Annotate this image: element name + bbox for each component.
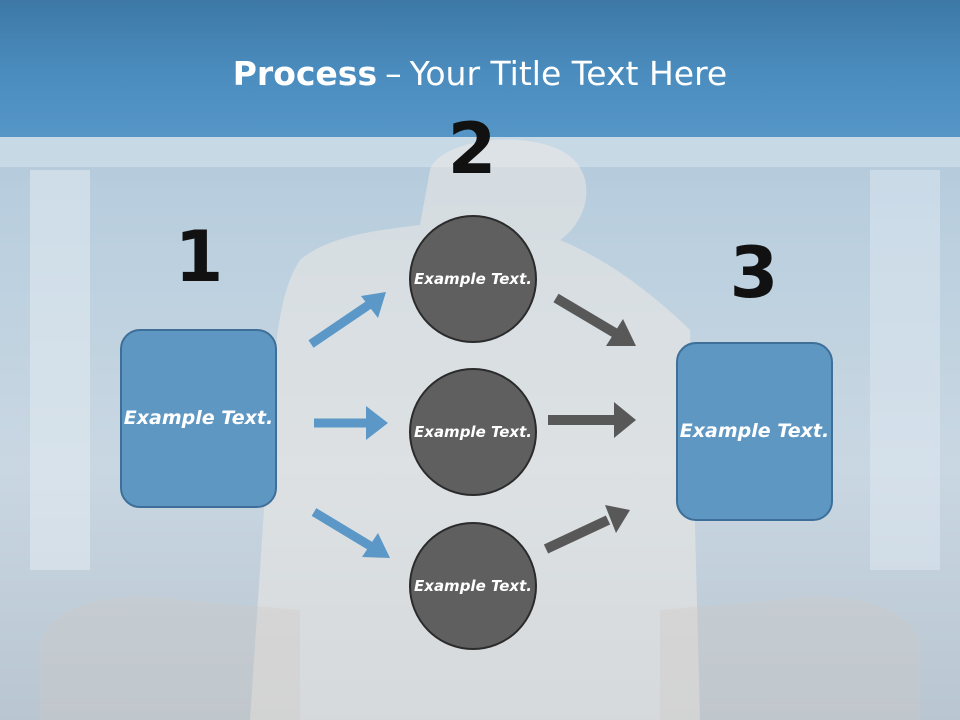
step-2-circle-middle: Example Text.	[409, 368, 537, 496]
step-2-circle-bottom: Example Text.	[409, 522, 537, 650]
slide-title: Process–Your Title Text Here	[0, 52, 960, 96]
step-2-text-middle: Example Text.	[414, 422, 532, 441]
step-1-box: Example Text.	[120, 329, 277, 508]
title-dash: –	[385, 54, 402, 93]
step-2-text-top: Example Text.	[414, 269, 532, 288]
step-2-circle-top: Example Text.	[409, 215, 537, 343]
arrow-from-bottom-circle	[543, 505, 630, 554]
header-band	[0, 0, 960, 137]
step-3-number: 3	[729, 232, 779, 314]
title-bold-part: Process	[232, 54, 378, 93]
step-1-text: Example Text.	[123, 407, 274, 429]
arrow-from-middle-circle	[548, 402, 636, 438]
title-rest: Your Title Text Here	[409, 54, 728, 93]
step-1-number: 1	[174, 216, 224, 298]
step-3-text: Example Text.	[679, 420, 830, 442]
arrow-from-top-circle	[553, 293, 636, 346]
step-2-number: 2	[447, 108, 497, 190]
arrow-to-top-circle	[308, 292, 386, 348]
step-3-box: Example Text.	[676, 342, 833, 521]
step-2-text-bottom: Example Text.	[414, 576, 532, 595]
arrow-to-bottom-circle	[311, 508, 390, 558]
arrow-to-middle-circle	[314, 406, 388, 440]
